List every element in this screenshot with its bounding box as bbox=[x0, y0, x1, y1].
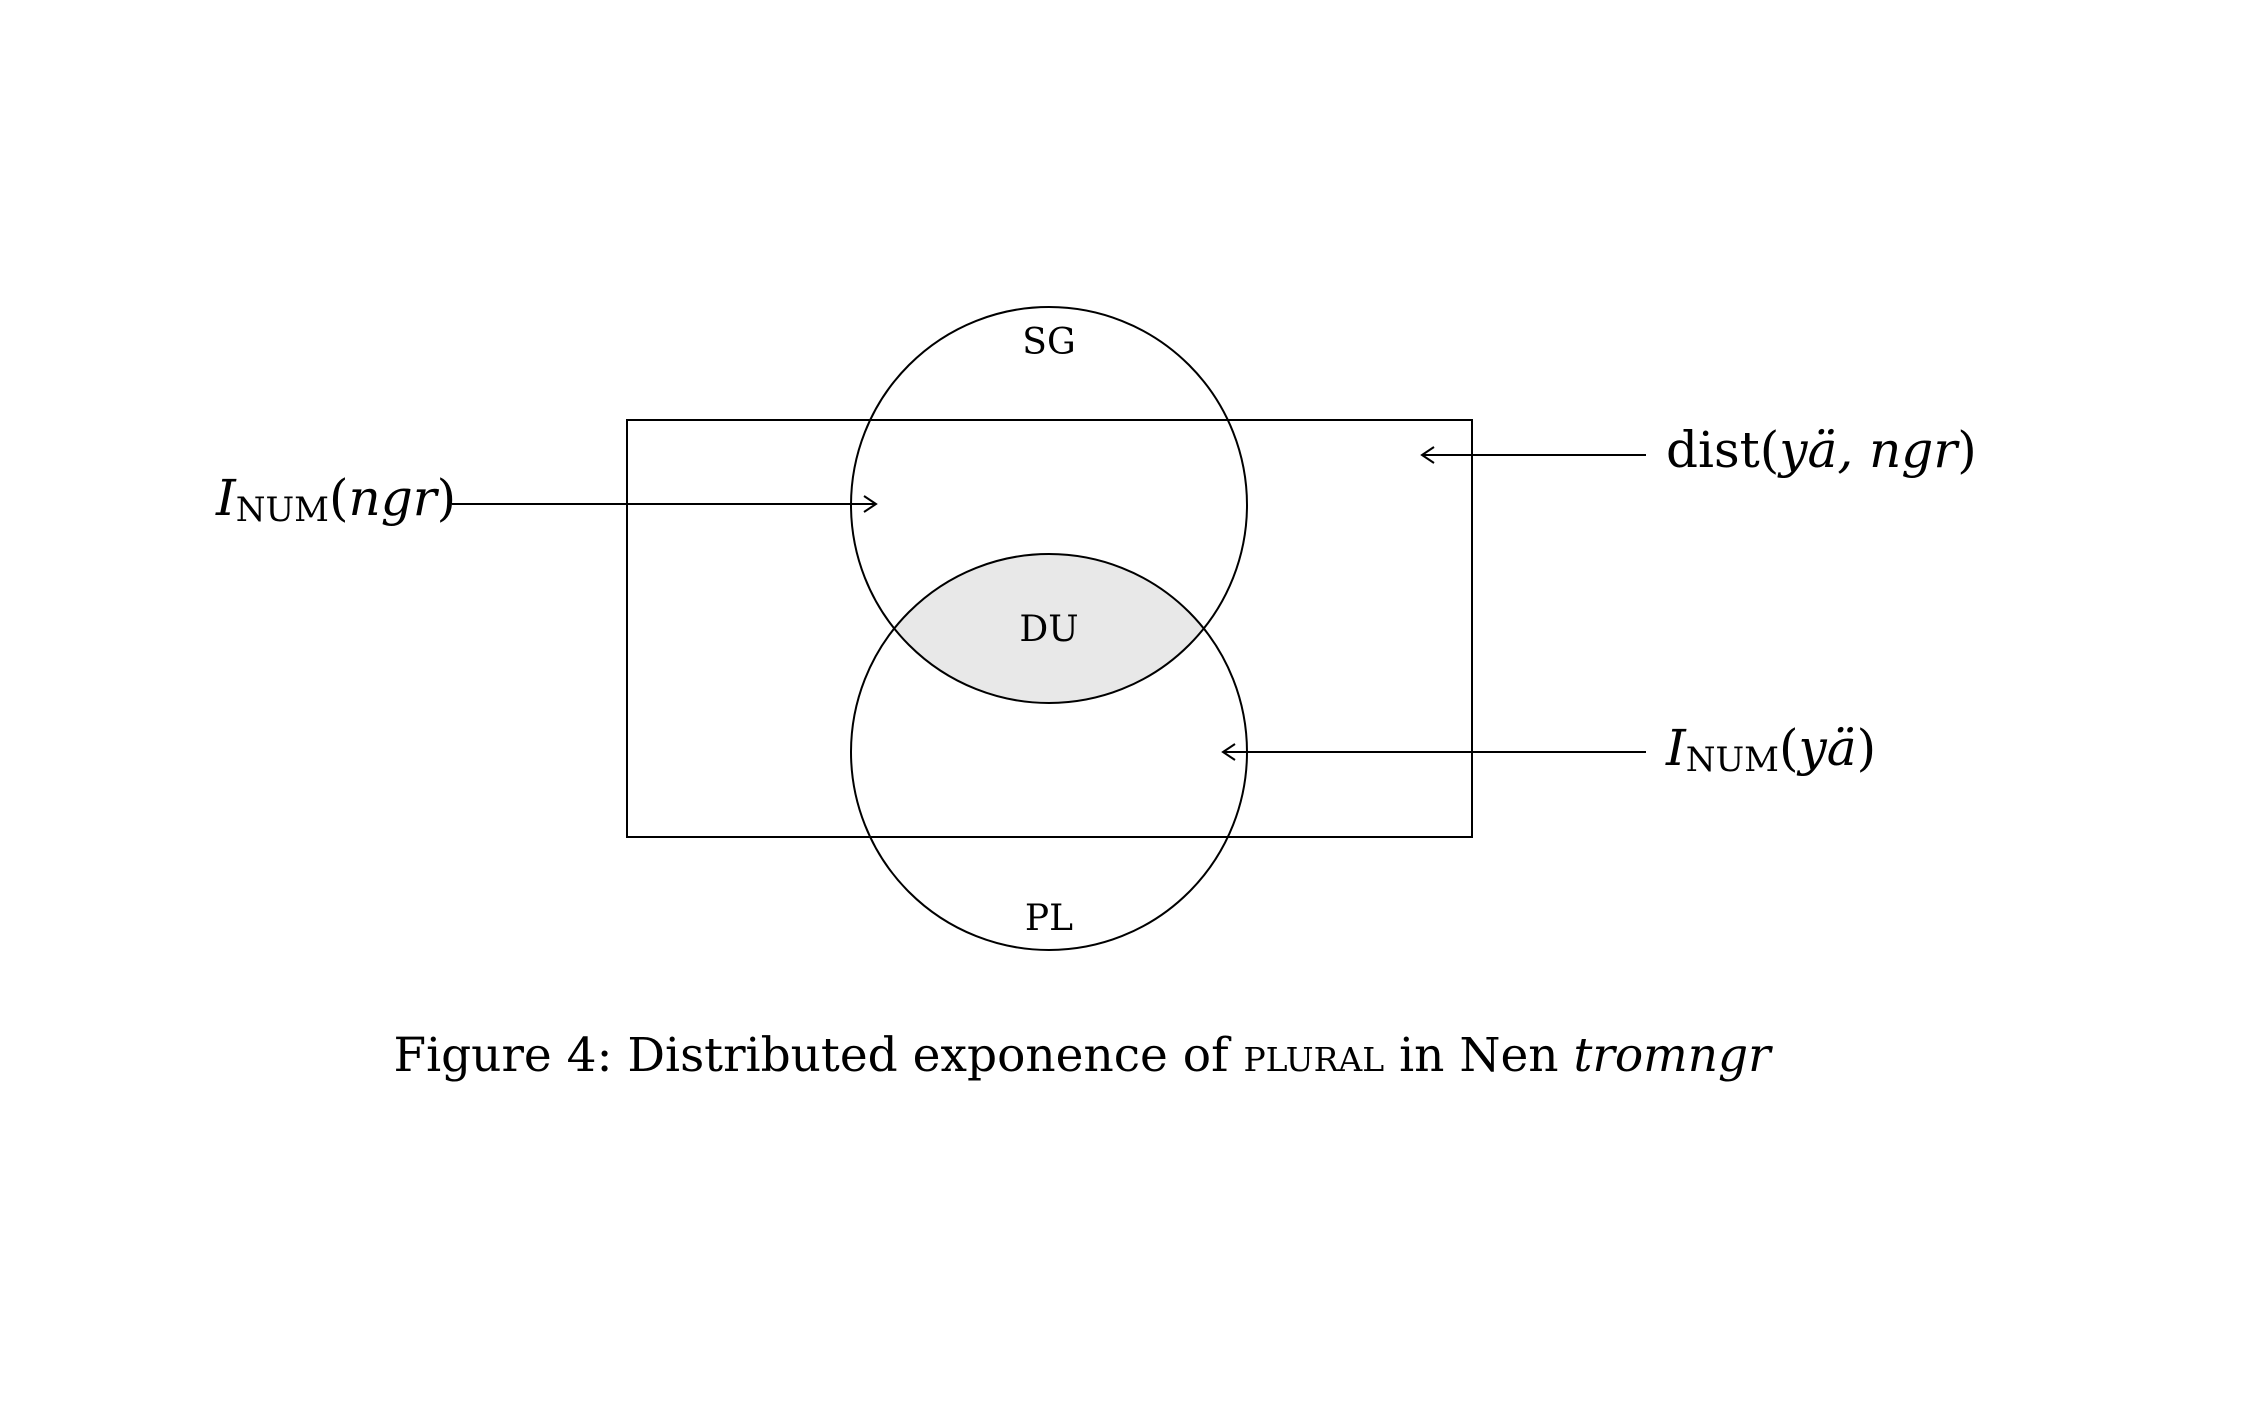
sg-label: SG bbox=[1022, 322, 1075, 363]
paren-open: ( bbox=[1779, 719, 1799, 777]
du-label: DU bbox=[1019, 609, 1078, 650]
caption-italic: tromngr bbox=[1574, 1028, 1774, 1083]
caption-smallcaps: plural bbox=[1243, 1028, 1384, 1083]
arg-ya: yä bbox=[1797, 719, 1857, 777]
caption-prefix: Figure 4: Distributed exponence of bbox=[393, 1028, 1243, 1083]
left-arrow bbox=[452, 495, 878, 513]
figure-caption: Figure 4: Distributed exponence of plura… bbox=[393, 1028, 1773, 1083]
label-dist: dist(yä, ngr) bbox=[1666, 421, 1977, 479]
pl-label: PL bbox=[1025, 898, 1073, 939]
inum-base: I bbox=[215, 469, 237, 527]
right-bottom-arrow bbox=[1221, 743, 1646, 761]
dist-prefix: dist bbox=[1666, 421, 1760, 479]
paren-open: ( bbox=[1760, 421, 1780, 479]
domain-rectangle bbox=[626, 419, 1473, 838]
label-inum-ya: INUM(yä) bbox=[1665, 719, 1876, 780]
label-inum-ngr: INUM(ngr) bbox=[215, 469, 456, 530]
inum-subscript: NUM bbox=[1686, 740, 1779, 780]
right-top-arrow bbox=[1420, 446, 1646, 464]
caption-middle: in Nen bbox=[1384, 1028, 1573, 1083]
arg-ngr: ngr bbox=[349, 469, 440, 527]
inum-base: I bbox=[1665, 719, 1687, 777]
du-intersection-region bbox=[851, 554, 1247, 703]
paren-close: ) bbox=[1857, 719, 1877, 777]
paren-close: ) bbox=[437, 469, 457, 527]
inum-subscript: NUM bbox=[236, 490, 329, 530]
arg-ya-ngr: yä, ngr bbox=[1777, 421, 1960, 479]
paren-open: ( bbox=[329, 469, 349, 527]
paren-close: ) bbox=[1957, 421, 1977, 479]
